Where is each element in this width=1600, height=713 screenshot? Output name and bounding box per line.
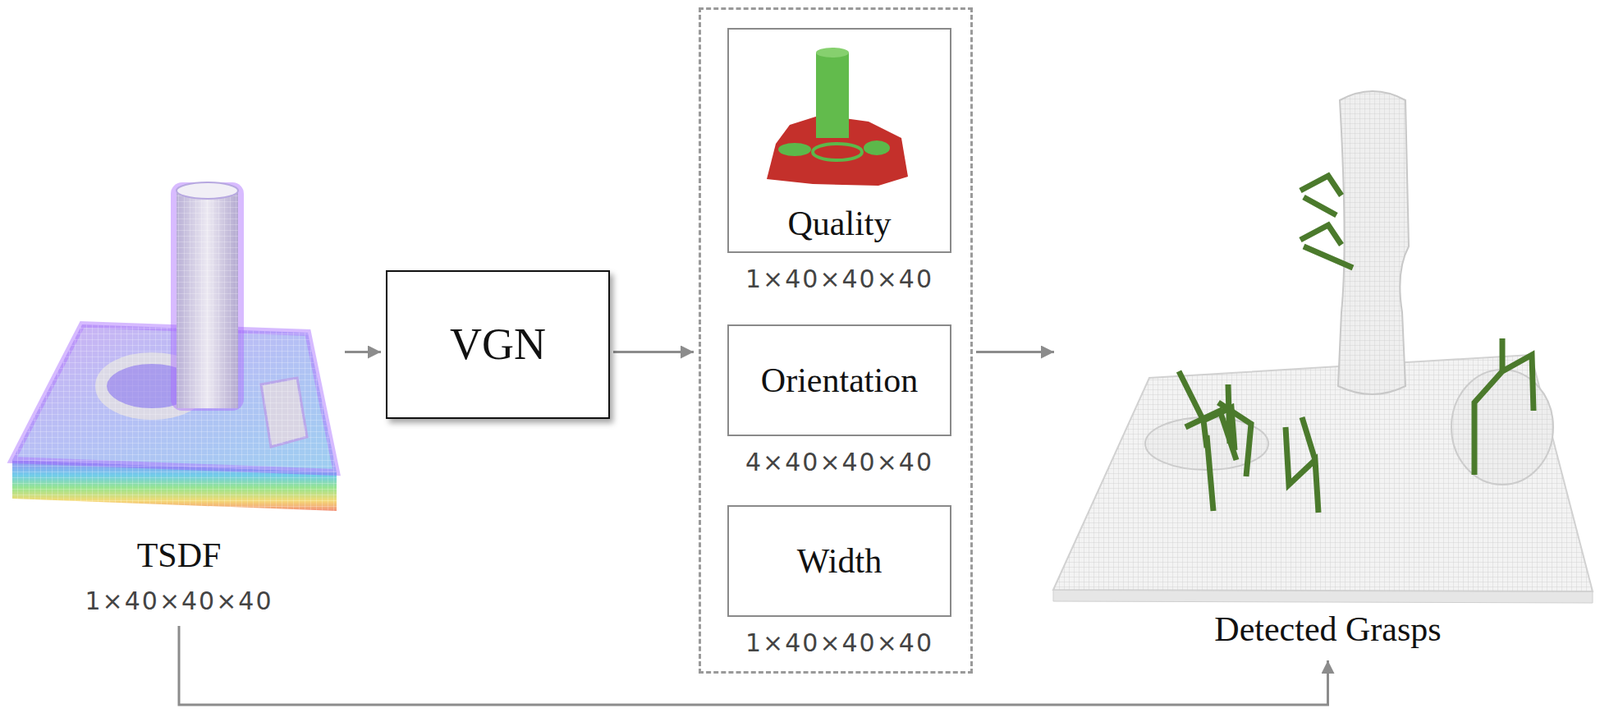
connector-arrow (344, 350, 381, 354)
connector-arrow (613, 350, 694, 354)
connector-arrow (976, 350, 1055, 354)
input-volume: TSDF 1×40×40×40 (16, 176, 342, 624)
grasp-scene (1053, 91, 1593, 603)
grasp-poses (1178, 175, 1534, 513)
connector-arrow (178, 625, 1329, 705)
tsdf-volume (12, 182, 337, 511)
output-map-box: Orientation4×40×40×40 (727, 324, 952, 436)
node-label: Detected Grasps (1214, 609, 1441, 649)
dimension-label: 1×40×40×40 (696, 628, 983, 658)
output-map-box: Quality1×40×40×40 (727, 27, 952, 253)
network-box: VGN (385, 270, 610, 419)
dimension-label: 1×40×40×40 (84, 586, 273, 616)
node-label: Quality (788, 203, 892, 243)
result-scene: Detected Grasps (1059, 82, 1597, 657)
output-map-box: Width1×40×40×40 (727, 504, 952, 617)
node-label: Orientation (761, 360, 918, 400)
dimension-label: 1×40×40×40 (696, 264, 983, 294)
node-label: Width (797, 540, 882, 581)
node-label: VGN (449, 320, 546, 369)
dimension-label: 4×40×40×40 (696, 447, 983, 477)
quality-map (766, 47, 908, 186)
output-group: Quality1×40×40×40Orientation4×40×40×40Wi… (698, 7, 973, 674)
node-label: TSDF (137, 535, 222, 575)
